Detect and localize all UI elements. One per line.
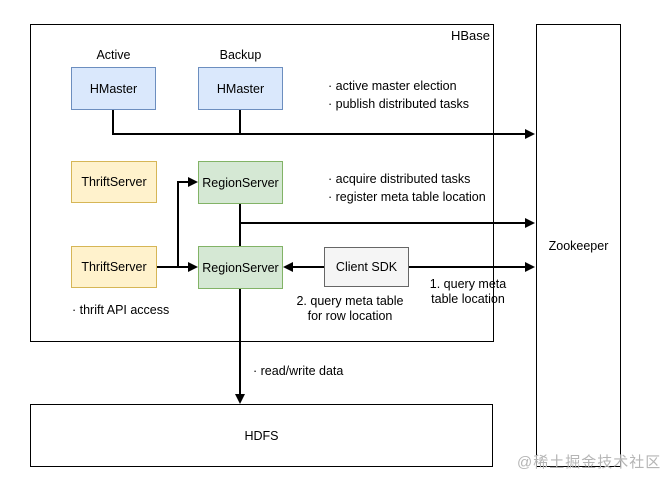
watermark-text: @稀土掘金技术社区 — [517, 454, 662, 471]
thriftserver-top-label: ThriftServer — [81, 175, 147, 189]
zookeeper-box — [536, 24, 621, 467]
hmaster-active-label: HMaster — [89, 81, 138, 96]
edge-clientsdk-to-zookeeper — [409, 266, 527, 268]
regionserver-top-label: RegionServer — [202, 175, 279, 190]
node-client-sdk: Client SDK — [324, 247, 409, 287]
node-thriftserver-top: ThriftServer — [71, 161, 157, 203]
arrowhead-clientsdk-zookeeper-icon — [525, 262, 535, 272]
edge-regionserver-to-zookeeper — [239, 222, 527, 224]
annotation-query-row-line2: for row location — [307, 309, 393, 323]
edge-thrift-out — [157, 266, 179, 268]
annotation-query-meta-line1: 1. query meta — [429, 277, 507, 291]
zookeeper-label: Zookeeper — [548, 239, 609, 253]
node-regionserver-top: RegionServer — [198, 161, 283, 204]
hbase-label: HBase — [450, 28, 490, 43]
regionserver-bottom-label: RegionServer — [202, 260, 279, 275]
node-regionserver-bottom: RegionServer — [198, 246, 283, 289]
node-hmaster-active: HMaster — [71, 67, 156, 110]
annotation-master-line1: · active master election — [328, 79, 457, 93]
backup-role-label: Backup — [219, 48, 262, 62]
node-hmaster-backup: HMaster — [198, 67, 283, 110]
arrowhead-clientsdk-regionserver-icon — [283, 262, 293, 272]
active-role-label: Active — [96, 48, 131, 62]
thriftserver-bottom-label: ThriftServer — [81, 260, 147, 274]
client-sdk-label: Client SDK — [335, 260, 398, 274]
arrowhead-hmaster-zookeeper-icon — [525, 129, 535, 139]
arrowhead-regionserver-top-icon — [188, 177, 198, 187]
annotation-master-tasks: · active master election · publish distri… — [328, 77, 469, 113]
arrowhead-regionserver-zookeeper-icon — [525, 218, 535, 228]
edge-hmaster-to-zookeeper — [112, 133, 527, 135]
node-thriftserver-bottom: ThriftServer — [71, 246, 157, 288]
arrowhead-hdfs-icon — [235, 394, 245, 404]
edge-thrift-to-regionserver-top — [177, 181, 189, 183]
annotation-region-line1: · acquire distributed tasks — [328, 172, 471, 186]
edge-thrift-junction-vertical — [177, 181, 179, 268]
annotation-region-line2: · register meta table location — [328, 190, 486, 204]
hmaster-backup-label: HMaster — [216, 81, 265, 96]
edge-regionservers-vertical — [239, 204, 241, 247]
hdfs-box: HDFS — [30, 404, 493, 467]
arrowhead-regionserver-bottom-icon — [188, 262, 198, 272]
edge-regionserver-to-hdfs — [239, 289, 241, 395]
hdfs-label: HDFS — [244, 428, 279, 443]
annotation-query-meta-line2: table location — [431, 292, 505, 306]
annotation-thrift-access: · thrift API access — [72, 303, 170, 317]
edge-hmaster-active-down — [112, 110, 114, 135]
annotation-region-tasks: · acquire distributed tasks · register me… — [328, 170, 486, 206]
annotation-query-row-line1: 2. query meta table — [296, 294, 404, 308]
annotation-master-line2: · publish distributed tasks — [328, 97, 470, 111]
edge-hmaster-backup-down — [239, 110, 241, 135]
annotation-read-write: · read/write data — [253, 364, 344, 378]
edge-clientsdk-to-regionserver — [293, 266, 324, 268]
edge-thrift-to-regionserver-bottom — [177, 266, 189, 268]
